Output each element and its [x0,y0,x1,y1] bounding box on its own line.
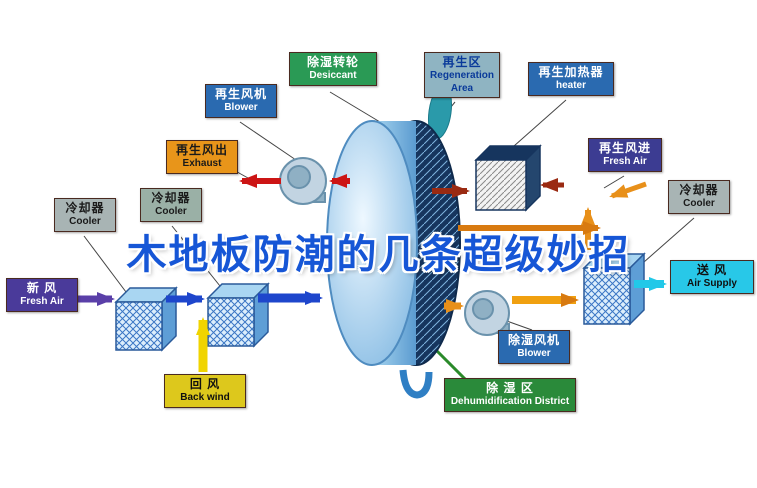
label-dehumid-district-zh: 除 湿 区 [486,381,534,395]
label-exhaust-en: Exhaust [182,158,222,169]
label-dehumid-blower-en: Blower [517,348,551,359]
label-exhaust-zh: 再生风出 [175,143,228,157]
regen-inlet-arrow [609,181,647,199]
label-dehumid-blower: 除湿风机 Blower [498,330,570,364]
label-heater-en: heater [555,80,586,91]
label-regen-fresh-air: 再生风进 Fresh Air [588,138,662,172]
cooler-unit-left-inner [206,282,270,348]
label-cooler-right-en: Cooler [683,198,715,209]
label-regen-fresh-air-zh: 再生风进 [598,141,651,155]
label-fresh-air-left-zh: 新 风 [26,281,58,295]
label-regeneration-area: 再生区 Regeneration Area [424,52,500,98]
label-regen-blower-zh: 再生风机 [214,87,267,101]
label-heater-zh: 再生加热器 [538,65,604,79]
label-regen-fresh-air-en: Fresh Air [603,156,647,167]
label-desiccant-en: Desiccant [309,70,357,81]
label-air-supply-en: Air Supply [686,278,737,289]
desiccant-wheel [326,84,461,399]
label-desiccant-zh: 除湿转轮 [306,55,359,69]
label-air-supply-zh: 送 风 [696,263,728,277]
label-cooler-right-zh: 冷却器 [679,183,719,197]
cooler-unit-right [582,252,646,326]
label-dehumid-district: 除 湿 区 Dehumidification District [444,378,576,412]
label-cooler-left-inner: 冷却器 Cooler [140,188,202,222]
label-cooler-left-outer-zh: 冷却器 [65,201,105,215]
label-dehumid-blower-zh: 除湿风机 [507,333,560,347]
label-fresh-air-left: 新 风 Fresh Air [6,278,78,312]
label-cooler-left-inner-zh: 冷却器 [151,191,191,205]
label-heater: 再生加热器 heater [528,62,614,96]
wheel-purge-duct [399,369,433,399]
label-exhaust: 再生风出 Exhaust [166,140,238,174]
label-cooler-left-outer: 冷却器 Cooler [54,198,116,232]
label-back-wind: 回 风 Back wind [164,374,246,408]
label-cooler-left-inner-en: Cooler [155,206,187,217]
label-cooler-right: 冷却器 Cooler [668,180,730,214]
label-fresh-air-left-en: Fresh Air [20,296,64,307]
label-back-wind-en: Back wind [180,392,230,403]
regen-blower-fan [279,157,327,205]
heater-unit [474,144,542,212]
label-desiccant: 除湿转轮 Desiccant [289,52,377,86]
leader-lines [83,91,695,331]
label-cooler-left-outer-en: Cooler [69,216,101,227]
label-regen-blower: 再生风机 Blower [205,84,277,118]
cooler-unit-left-outer [114,286,178,352]
label-air-supply: 送 风 Air Supply [670,260,754,294]
dehumid-blower-fan [464,290,510,336]
flow-arrows [78,174,667,372]
label-dehumid-district-en: Dehumidification District [450,396,570,407]
label-regeneration-area-zh: 再生区 [442,55,482,69]
label-back-wind-zh: 回 风 [189,377,221,391]
label-regeneration-area-en: Regeneration Area [430,70,494,94]
label-regen-blower-en: Blower [224,102,258,113]
